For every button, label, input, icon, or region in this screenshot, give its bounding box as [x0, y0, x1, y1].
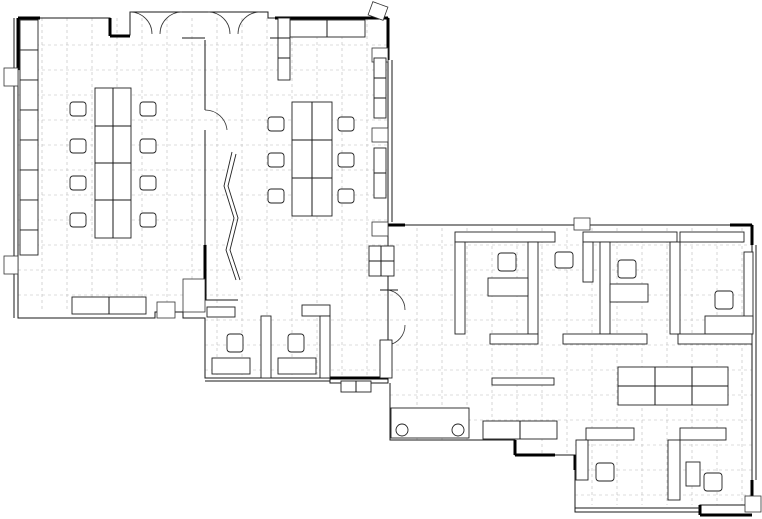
window-mullions — [3, 47, 762, 513]
bench — [491, 377, 555, 386]
chair-office-2 — [287, 333, 305, 353]
grid-left-wing — [18, 18, 388, 312]
chair-cluster-5 — [703, 472, 723, 492]
chair-cluster-2 — [617, 259, 637, 279]
workstation-cluster-2 — [562, 231, 678, 345]
door-corner — [367, 1, 389, 21]
workstation-cluster-5 — [667, 427, 727, 501]
chair-cluster-1 — [497, 252, 517, 272]
desk-office-1 — [211, 357, 251, 375]
chairs-middle-table — [267, 116, 355, 204]
doors — [129, 1, 406, 346]
chair-cluster-3 — [714, 290, 734, 310]
conference-table-left — [94, 87, 132, 239]
desk-office-2 — [277, 357, 317, 375]
right-storage-middle — [373, 57, 387, 199]
desk-cluster-3 — [704, 315, 754, 335]
door-arc-1 — [129, 11, 153, 35]
top-storage-middle — [277, 17, 366, 81]
door-arc-2 — [207, 11, 231, 35]
wall-storage-left — [19, 19, 39, 256]
open-office-right — [390, 231, 754, 501]
door-arc-4 — [387, 289, 406, 311]
desk-cluster-1 — [487, 277, 529, 297]
lower-offices — [206, 245, 395, 393]
workstation-cluster-4 — [575, 427, 635, 482]
workstation-cluster-1 — [454, 231, 574, 345]
door-arc-3 — [204, 109, 228, 131]
chairs-left-table — [69, 101, 157, 228]
workstation-cluster-3 — [669, 231, 754, 345]
chair-cluster-4 — [595, 462, 615, 482]
chair-office-1 — [226, 333, 244, 353]
conference-room-middle — [223, 17, 387, 281]
conference-room-left — [19, 19, 157, 315]
desk-cluster-2 — [609, 283, 649, 303]
